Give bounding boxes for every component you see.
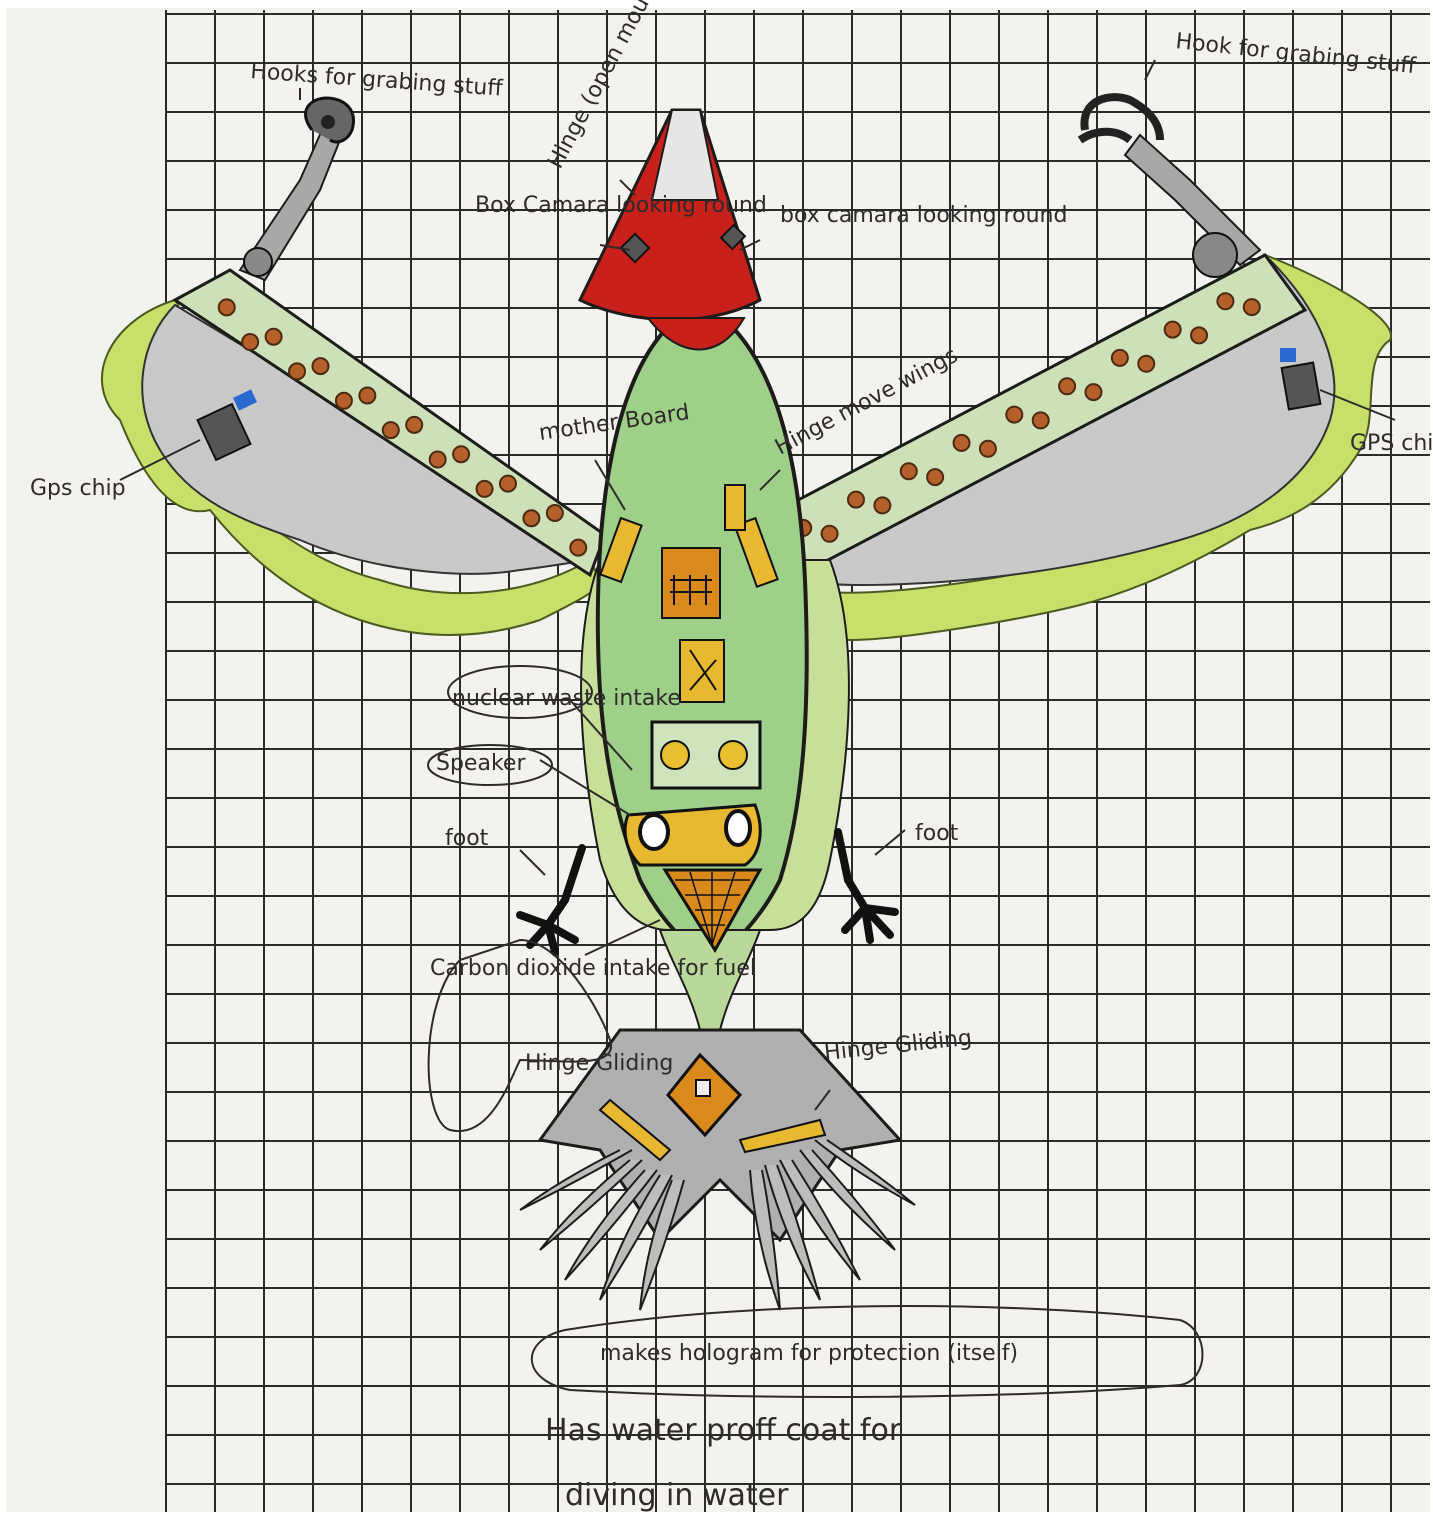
bolt-icon (1191, 327, 1207, 343)
bolt-icon (359, 387, 375, 403)
label-water-proof-1: Has water proff coat for (545, 1413, 902, 1448)
left-wing (102, 270, 605, 635)
bolt-icon (1217, 293, 1233, 309)
label-foot-right: foot (915, 821, 959, 846)
bolt-icon (570, 540, 586, 556)
label-speaker: Speaker (436, 751, 526, 776)
gps-chip-icon (1282, 363, 1321, 410)
bolt-icon (822, 526, 838, 542)
bolt-icon (1033, 412, 1049, 428)
right-wing (760, 255, 1391, 640)
label-hologram: makes hologram for protection (itself) (600, 1341, 1018, 1366)
label-carbon-dioxide: Carbon dioxide intake for fuel (430, 956, 756, 981)
bolt-icon (1138, 356, 1154, 372)
bolt-icon (901, 463, 917, 479)
bolt-icon (848, 492, 864, 508)
bolt-icon (430, 452, 446, 468)
bolt-icon (336, 393, 352, 409)
bolt-icon (954, 435, 970, 451)
bolt-icon (1085, 384, 1101, 400)
bolt-icon (874, 497, 890, 513)
bolt-icon (547, 505, 563, 521)
label-box-camera-left: Box Camara looking round (475, 193, 767, 218)
bolt-icon (453, 446, 469, 462)
right-hook-arm (1080, 97, 1260, 277)
intake-port-left (661, 741, 689, 769)
label-nuclear-waste: nuclear waste intake (452, 686, 681, 711)
label-foot-left: foot (445, 826, 489, 851)
label-hook-right: Hook for grabing stuff (1174, 29, 1417, 79)
circuit-panel (680, 640, 724, 702)
label-box-camera-right: box camara looking round (780, 203, 1067, 228)
label-water-proof-2: diving in water (565, 1478, 789, 1513)
bolt-icon (406, 417, 422, 433)
bolt-icon (242, 334, 258, 350)
bolt-icon (523, 510, 539, 526)
right-foot (838, 832, 895, 940)
bolt-icon (312, 358, 328, 374)
bolt-icon (1059, 378, 1075, 394)
label-gps-chip-right: GPS chip (1350, 431, 1433, 456)
bolt-icon (500, 476, 516, 492)
hook-icon (1080, 97, 1160, 140)
bolt-icon (289, 363, 305, 379)
label-hinge-gliding-left: Hinge Gliding (525, 1051, 673, 1076)
bolt-icon (266, 329, 282, 345)
label-hooks-left: Hooks for grabing stuff (250, 59, 505, 102)
bolt-icon (1006, 407, 1022, 423)
motherboard-icon (662, 548, 720, 618)
label-gps-chip-left: Gps chip (30, 476, 126, 501)
gps-chip-light (1280, 348, 1296, 362)
speaker-icon (625, 805, 760, 865)
bolt-icon (927, 469, 943, 485)
intake-port-right (719, 741, 747, 769)
bolt-icon (1112, 350, 1128, 366)
bolt-icon (980, 441, 996, 457)
bolt-icon (477, 481, 493, 497)
left-foot (520, 848, 582, 952)
bolt-icon (383, 422, 399, 438)
bolt-icon (219, 299, 235, 315)
left-arm-joint (244, 248, 272, 276)
hinge-bracket-top (725, 485, 745, 530)
bolt-icon (1244, 299, 1260, 315)
right-arm-joint (1193, 233, 1237, 277)
left-hook-arm (240, 98, 353, 280)
bolt-icon (1165, 322, 1181, 338)
